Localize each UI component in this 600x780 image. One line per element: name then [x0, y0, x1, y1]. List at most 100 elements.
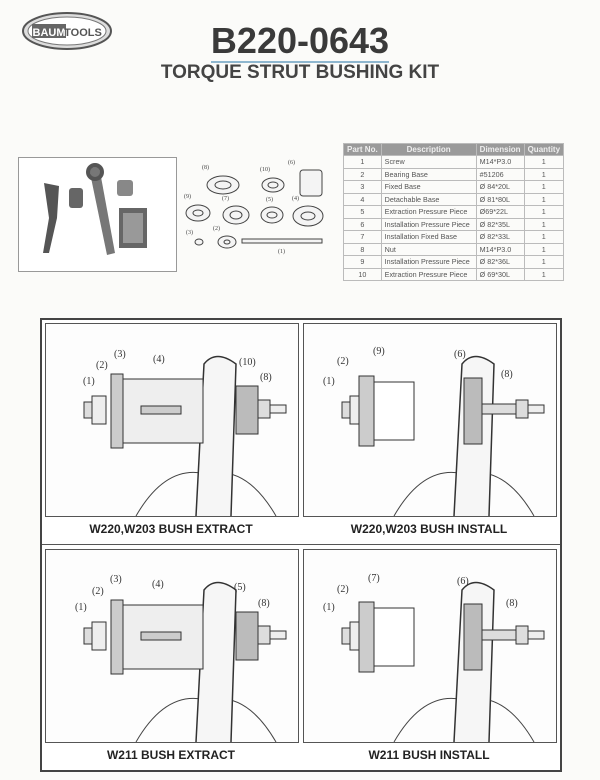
table-cell: 1 [523, 255, 565, 269]
column-header: Part No. [343, 143, 382, 156]
callout-label: (2) [337, 356, 349, 367]
callout-label: (4) [153, 354, 165, 365]
callout-label: (1) [83, 376, 95, 387]
part-label: (8) [202, 164, 209, 171]
table-cell: 9 [343, 255, 382, 269]
table-cell: Ø 82*33L [475, 230, 525, 244]
part-label: (7) [222, 195, 229, 202]
part-label: (2) [213, 225, 220, 232]
table-cell: Detachable Base [380, 192, 477, 206]
table-cell: 10 [343, 267, 382, 281]
part-label: (5) [266, 196, 273, 203]
callout-label: (6) [454, 349, 466, 360]
callout-label: (2) [96, 360, 108, 371]
kit-photo [18, 157, 177, 272]
part-label: (1) [278, 248, 285, 255]
callout-label: (8) [506, 598, 518, 609]
parts-table: Part No. Description Dimension Quantity … [343, 143, 565, 281]
callout-label: (9) [373, 346, 385, 357]
table-cell: 1 [523, 180, 565, 194]
callout-label: (2) [92, 586, 104, 597]
callout-label: (7) [368, 573, 380, 584]
panel-caption: W220,W203 BUSH EXTRACT [89, 522, 253, 536]
callout-label: (3) [114, 349, 126, 360]
bushing-tool-illustration [341, 581, 545, 742]
callout-label: (1) [323, 376, 335, 387]
table-cell: 1 [523, 217, 565, 231]
usage-diagram-panel: (1)(2) (7) (6) (8) [303, 549, 557, 743]
table-cell: Bearing Base [380, 167, 477, 181]
table-cell: Ø 81*80L [475, 192, 525, 206]
table-cell: Screw [380, 155, 477, 169]
table-cell: #51206 [475, 167, 525, 181]
callout-label: (6) [457, 576, 469, 587]
table-cell: M14*P3.0 [475, 242, 525, 256]
table-cell: 1 [523, 230, 565, 244]
callout-label: (1) [323, 602, 335, 613]
panel-caption: W211 BUSH EXTRACT [106, 748, 236, 762]
table-cell: Installation Pressure Piece [380, 255, 477, 269]
callout-label: (8) [501, 369, 513, 380]
part-label: (10) [260, 166, 270, 173]
divider [42, 544, 560, 545]
table-cell: Fixed Base [380, 180, 477, 194]
callout-label: (10) [239, 357, 256, 368]
table-cell: 3 [343, 180, 382, 194]
table-cell: 4 [343, 192, 382, 206]
callout-label: (8) [258, 598, 270, 609]
table-cell: Installation Pressure Piece [380, 217, 477, 231]
baum-tools-logo: BAUM TOOLS [22, 12, 112, 50]
table-cell: Extraction Pressure Piece [380, 267, 477, 281]
svg-text:BAUM: BAUM [33, 27, 66, 39]
callout-label: (4) [152, 579, 164, 590]
table-cell: 7 [343, 230, 382, 244]
svg-text:TOOLS: TOOLS [64, 27, 102, 39]
table-cell: Ø 82*36L [475, 255, 525, 269]
table-cell: 2 [343, 167, 382, 181]
table-cell: Nut [380, 242, 477, 256]
bushing-tool-illustration [83, 355, 287, 516]
table-cell: M14*P3.0 [475, 155, 525, 169]
table-cell: 6 [343, 217, 382, 231]
usage-diagram-panel: (1) (2) (3) (4) (5) (8) [45, 549, 299, 743]
callout-label: (5) [234, 582, 246, 593]
table-cell: 5 [343, 205, 382, 219]
kit-subtitle: TORQUE STRUT BUSHING KIT [160, 62, 440, 83]
table-cell: 8 [343, 242, 382, 256]
table-cell: Ø 69*30L [475, 267, 525, 281]
callout-label: (8) [260, 372, 272, 383]
part-number: B220-0643 [210, 20, 390, 63]
table-cell: Ø 82*35L [475, 217, 525, 231]
usage-diagram-panel: (1)(2) (9) (6) (8) [303, 323, 557, 517]
usage-diagram-panel: (1)(2) (3) (4) (10) (8) [45, 323, 299, 517]
table-cell: 1 [343, 155, 382, 169]
part-label: (6) [288, 159, 295, 166]
part-label: (3) [186, 229, 193, 236]
table-cell: Installation Fixed Base [380, 230, 477, 244]
column-header: Description [380, 143, 477, 156]
callout-label: (3) [110, 574, 122, 585]
callout-label: (1) [75, 602, 87, 613]
panel-caption: W220,W203 BUSH INSTALL [350, 522, 508, 536]
bushing-tool-illustration [83, 581, 287, 742]
column-header: Dimension [475, 143, 525, 156]
callout-label: (2) [337, 584, 349, 595]
table-cell: 1 [523, 242, 565, 256]
table-cell: Ø69*22L [475, 205, 525, 219]
panel-caption: W211 BUSH INSTALL [368, 748, 490, 762]
table-cell: 1 [523, 205, 565, 219]
table-cell: Extraction Pressure Piece [380, 205, 477, 219]
table-cell: 1 [523, 267, 565, 281]
part-label: (4) [292, 195, 299, 202]
bushing-tool-illustration [341, 355, 545, 516]
parts-diagram: (8)(10)(6) (9)(7)(5)(4) (3)(2)(1) [184, 159, 324, 255]
table-cell: Ø 84*20L [475, 180, 525, 194]
